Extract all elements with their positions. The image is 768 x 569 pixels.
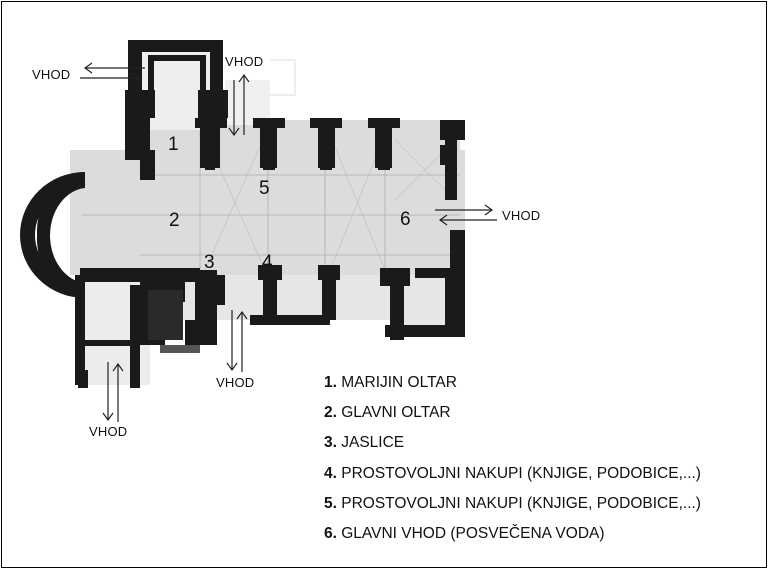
entrance-arrow-south	[226, 310, 248, 372]
legend-item: 3. JASLICE	[324, 428, 701, 458]
location-number-2: 2	[169, 210, 180, 231]
entrance-label-south: VHOD	[216, 375, 255, 390]
entrance-arrow-tower	[80, 62, 145, 84]
legend-item: 4. PROSTOVOLJNI NAKUPI (KNJIGE, PODOBICE…	[324, 459, 701, 489]
walls	[20, 40, 465, 388]
location-number-5: 5	[259, 178, 270, 199]
entrance-label-tower: VHOD	[32, 67, 71, 82]
legend-number: 1.	[324, 374, 337, 391]
legend-item: 1. MARIJIN OLTAR	[324, 368, 701, 398]
entrance-arrow-southwest	[102, 362, 124, 422]
legend-item: 5. PROSTOVOLJNI NAKUPI (KNJIGE, PODOBICE…	[324, 489, 701, 519]
legend-text: JASLICE	[336, 434, 405, 452]
legend-text: GLAVNI VHOD (POSVEČENA VODA)	[336, 524, 605, 542]
legend-item: 2. GLAVNI OLTAR	[324, 398, 701, 428]
legend-number: 3.	[324, 434, 337, 452]
legend-item: 6. GLAVNI VHOD (POSVEČENA VODA)	[324, 519, 701, 549]
location-number-3: 3	[204, 252, 215, 273]
entrance-label-main: VHOD	[502, 208, 541, 223]
location-number-1: 1	[168, 134, 179, 155]
entrance-arrows	[80, 62, 497, 422]
legend-text: GLAVNI OLTAR	[336, 404, 451, 422]
legend-text: MARIJIN OLTAR	[336, 374, 457, 391]
location-number-4: 4	[262, 252, 273, 273]
legend-number: 2.	[324, 404, 337, 422]
legend-number: 6.	[324, 524, 337, 542]
legend: 1. MARIJIN OLTAR 2. GLAVNI OLTAR 3. JASL…	[324, 368, 701, 549]
entrance-arrow-north	[228, 73, 250, 137]
legend-number: 4.	[324, 464, 337, 482]
location-number-6: 6	[400, 209, 411, 230]
entrance-label-north: VHOD	[225, 54, 264, 69]
legend-text: PROSTOVOLJNI NAKUPI (KNJIGE, PODOBICE,..…	[336, 464, 701, 482]
legend-number: 5.	[324, 494, 337, 512]
entrance-label-southwest: VHOD	[89, 424, 128, 439]
entrance-arrow-main	[435, 204, 497, 226]
legend-text: PROSTOVOLJNI NAKUPI (KNJIGE, PODOBICE,..…	[336, 494, 701, 512]
